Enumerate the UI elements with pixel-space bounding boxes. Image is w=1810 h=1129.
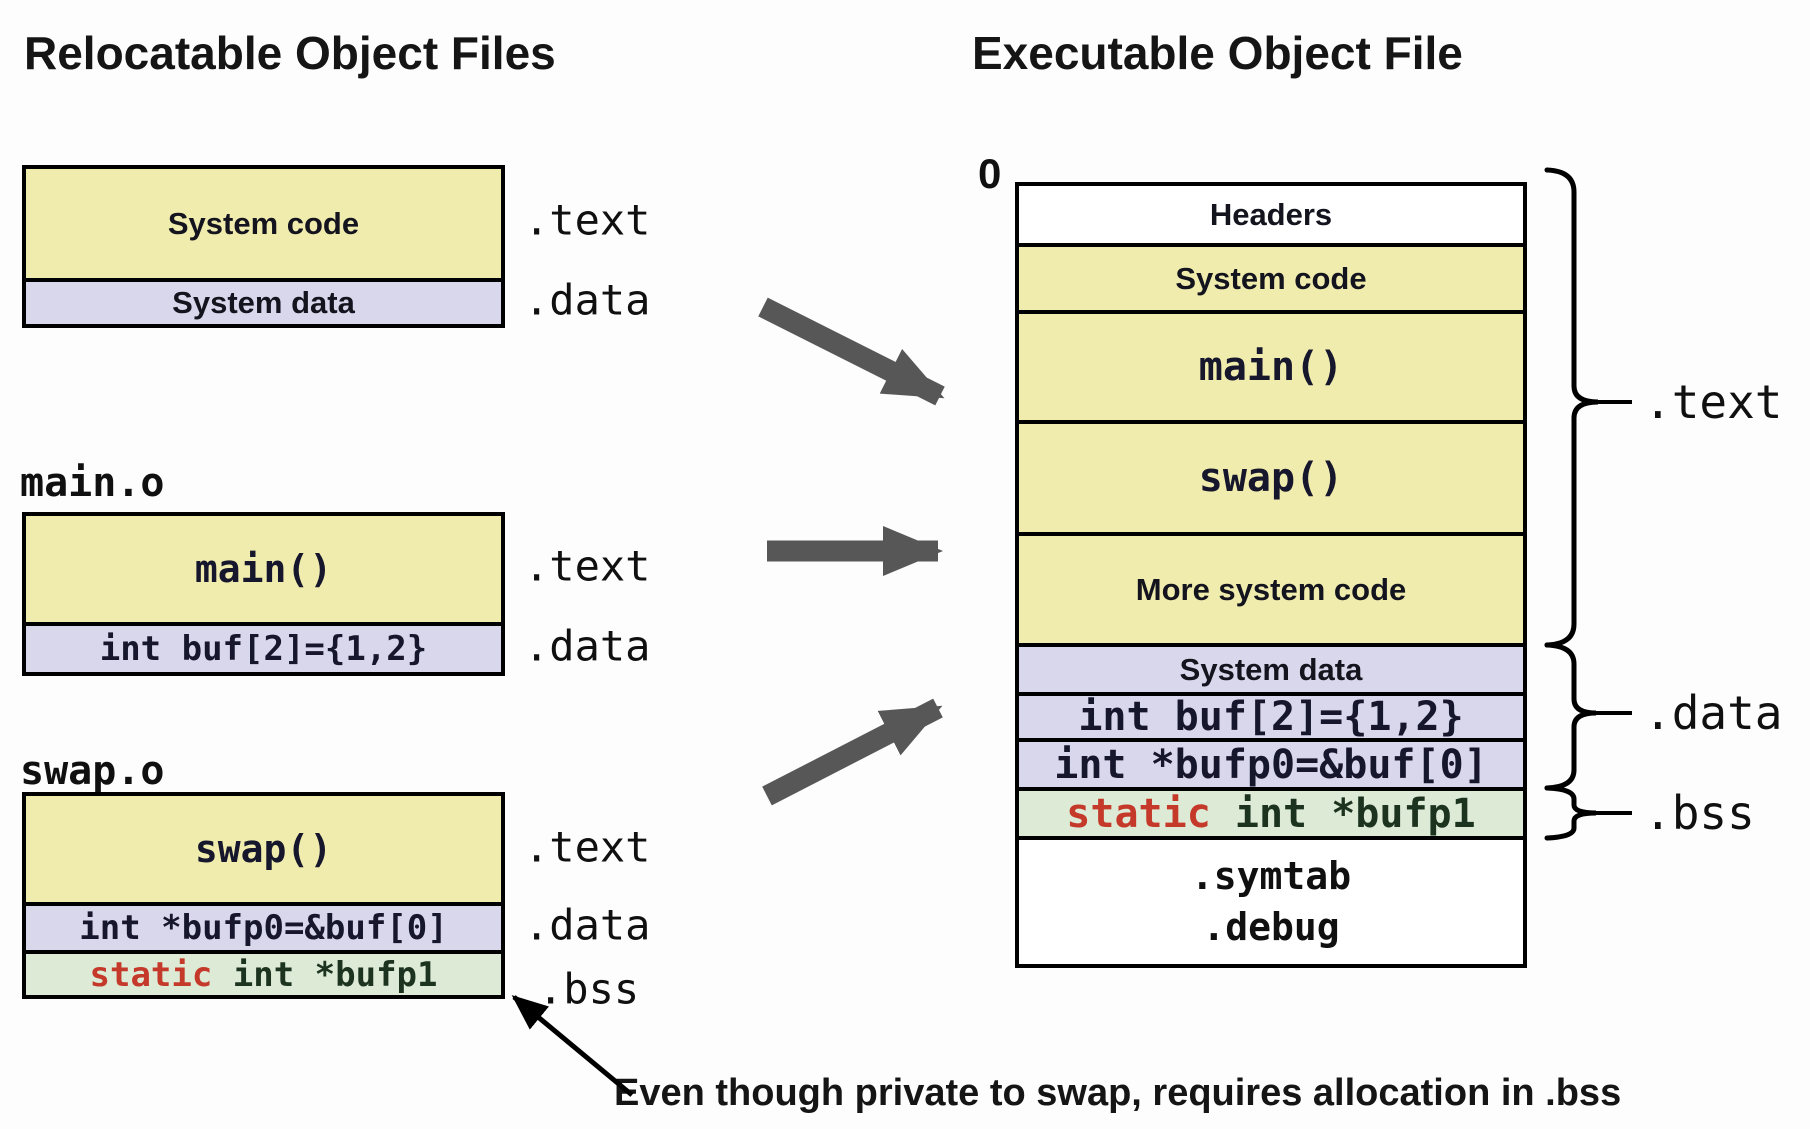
swap-function-label: swap(): [194, 827, 333, 871]
exe-main-section: main(): [1019, 310, 1523, 420]
system-code-label: System code: [167, 205, 360, 241]
system-text-section-label: .text: [524, 195, 651, 245]
exe-system-code-label: System code: [1175, 260, 1367, 296]
exe-system-data-label: System data: [1179, 651, 1363, 687]
system-code-section: System code: [26, 169, 501, 278]
main-text-section-label: .text: [524, 541, 651, 591]
swap-text-section-label: .text: [524, 822, 651, 872]
main-data-section: int buf[2]={1,2}: [26, 622, 501, 672]
exe-system-code-section: System code: [1019, 243, 1523, 310]
right-column-title: Executable Object File: [972, 27, 1463, 79]
main-buf-label: int buf[2]={1,2}: [99, 629, 428, 669]
bss-annotation: Even though private to swap, requires al…: [614, 1072, 1622, 1114]
exe-text-brace-label: .text: [1644, 375, 1783, 429]
exe-system-data-section: System data: [1019, 643, 1523, 692]
exe-data-brace-label: .data: [1644, 686, 1783, 740]
system-data-section-label: .data: [524, 275, 651, 325]
address-zero-label: 0: [978, 150, 1002, 197]
exe-swap-section: swap(): [1019, 420, 1523, 532]
swap-data-section-label: .data: [524, 900, 651, 950]
exe-main-label: main(): [1198, 344, 1344, 390]
exe-bufp0-section: int *bufp0=&buf[0]: [1019, 738, 1523, 788]
static-keyword: static: [89, 954, 213, 995]
exe-swap-label: swap(): [1198, 455, 1344, 501]
main-o-box: main() int buf[2]={1,2}: [22, 512, 505, 676]
exe-bss-brace-label: .bss: [1644, 786, 1755, 840]
swap-bufp0-label: int *bufp0=&buf[0]: [79, 908, 448, 948]
exe-buf-label: int buf[2]={1,2}: [1078, 694, 1464, 740]
swap-data-section: int *bufp0=&buf[0]: [26, 902, 501, 950]
exe-more-system-code-label: More system code: [1135, 571, 1407, 607]
exe-static-keyword: static: [1066, 790, 1211, 837]
system-data-section: System data: [26, 278, 501, 324]
exe-more-system-code-section: More system code: [1019, 532, 1523, 643]
swap-bufp1-label: int *bufp1: [212, 954, 438, 995]
exe-bss-section: static int *bufp1: [1019, 787, 1523, 837]
data-brace: [1544, 642, 1597, 791]
link-arrow-swap: [762, 698, 943, 806]
main-function-label: main(): [194, 547, 333, 591]
link-arrow-system: [758, 297, 945, 406]
annotation-arrow: [511, 995, 634, 1097]
main-o-filename: main.o: [20, 460, 165, 506]
debug-label: .debug: [1202, 905, 1340, 949]
text-brace: [1544, 167, 1599, 648]
bss-brace: [1544, 785, 1597, 841]
swap-o-box: swap() int *bufp0=&buf[0] static int *bu…: [22, 792, 505, 999]
system-data-label: System data: [172, 285, 355, 320]
executable-object-file-box: Headers System code main() swap() More s…: [1015, 182, 1527, 968]
system-object-file-box: System code System data: [22, 165, 505, 328]
symtab-label: .symtab: [1190, 853, 1352, 898]
exe-bufp1-label: int *bufp1: [1210, 790, 1476, 837]
main-data-section-label: .data: [524, 621, 651, 671]
swap-o-filename: swap.o: [20, 748, 165, 794]
swap-bss-section: static int *bufp1: [26, 950, 501, 995]
headers-label: Headers: [1209, 196, 1333, 232]
main-function-section: main(): [26, 516, 501, 622]
left-column-title: Relocatable Object Files: [24, 27, 556, 79]
exe-symtab-debug-section: .symtab .debug: [1019, 836, 1523, 964]
swap-bss-section-label: .bss: [538, 964, 640, 1014]
swap-function-section: swap(): [26, 796, 501, 902]
headers-section: Headers: [1019, 186, 1523, 243]
exe-buf-section: int buf[2]={1,2}: [1019, 692, 1523, 740]
exe-bufp0-label: int *bufp0=&buf[0]: [1054, 741, 1488, 788]
